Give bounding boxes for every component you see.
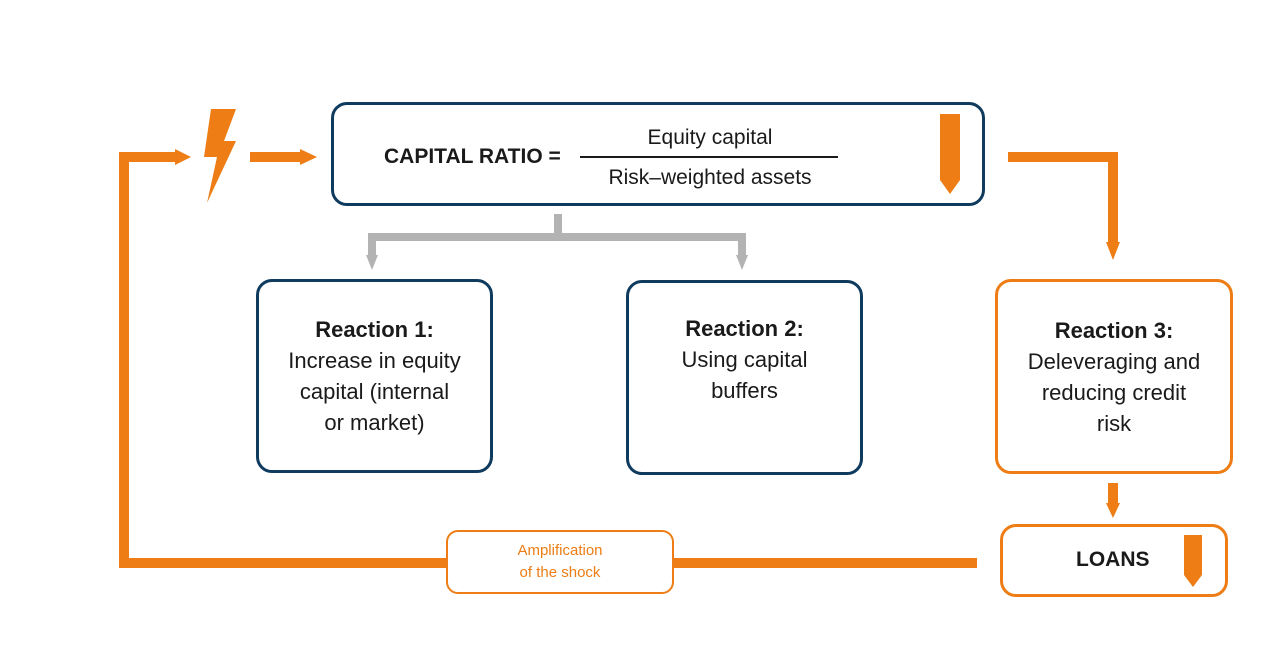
arrowhead-to-loans [1106, 503, 1120, 518]
arrowhead-to-reaction-3 [1106, 242, 1120, 260]
reaction-1-line-2: capital (internal [299, 379, 450, 404]
capital-ratio-box [331, 102, 985, 206]
orange-connector-reaction3-loans [1106, 483, 1120, 518]
reaction-1-line-1: Increase in equity [288, 348, 461, 373]
reaction-3-line-3: risk [1096, 410, 1132, 436]
reaction-2-line-2: buffers [711, 378, 778, 403]
amplification-box: Amplification of the shock [446, 530, 674, 594]
arrowhead-to-capital-ratio [300, 149, 317, 165]
lightning-bolt-icon [204, 109, 236, 203]
reaction-2-box: Reaction 2: Using capital buffers [626, 280, 863, 475]
capital-ratio-down-arrow-icon [940, 114, 960, 194]
orange-connector-right [1008, 152, 1120, 260]
amplification-line-2: of the shock [519, 564, 601, 581]
reaction-2-title: Reaction 2: [685, 316, 804, 341]
reaction-2-line-1: Using capital [681, 347, 808, 372]
loans-label: LOANS [1076, 548, 1150, 571]
gray-arrowhead-left [366, 255, 378, 270]
reaction-3-line-2: reducing credit [1041, 379, 1187, 405]
arrowhead-to-shock [175, 149, 191, 165]
amplification-line-1: Amplification [517, 542, 603, 559]
reaction-1-line-3: or market) [324, 410, 425, 435]
reaction-3-box: Reaction 3: Deleveraging and reducing cr… [995, 279, 1233, 474]
gray-arrowhead-right [736, 255, 748, 270]
fraction-denominator: Risk–weighted assets [608, 166, 812, 189]
capital-ratio-label: CAPITAL RATIO = [384, 145, 561, 168]
fraction-numerator: Equity capital [647, 126, 773, 149]
fraction-bar [580, 156, 838, 158]
loans-down-arrow-icon [1184, 535, 1202, 587]
gray-connector [366, 214, 748, 270]
reaction-1-box: Reaction 1: Increase in equity capital (… [256, 279, 493, 473]
reaction-3-line-1: Deleveraging and [1027, 348, 1201, 374]
reaction-3-title: Reaction 3: [1054, 317, 1174, 343]
reaction-1-title: Reaction 1: [315, 317, 434, 342]
